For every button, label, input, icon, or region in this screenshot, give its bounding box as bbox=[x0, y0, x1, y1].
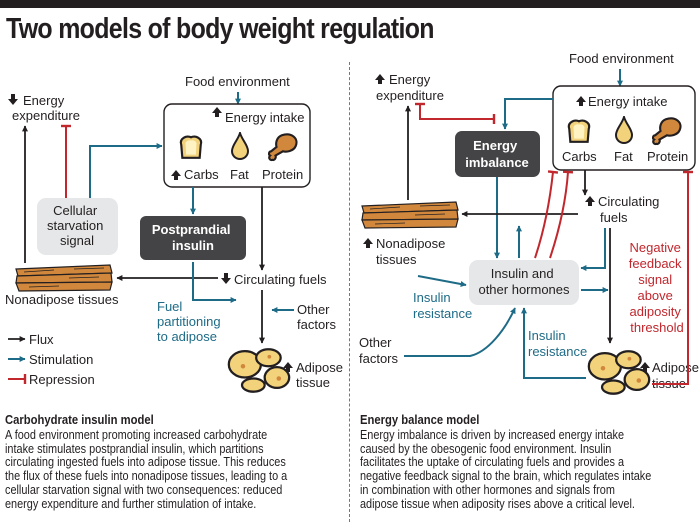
right-arrow-resistance-1 bbox=[417, 275, 467, 287]
left-bread-icon bbox=[179, 135, 203, 159]
right-caption: Energy balance model Energy imbalance is… bbox=[360, 413, 697, 511]
right-fat-label: Fat bbox=[614, 149, 633, 164]
right-arrow-fuels-to-hormones bbox=[580, 228, 606, 271]
left-starvation-signal-box bbox=[37, 198, 118, 255]
right-repression-adipose-feedback bbox=[652, 170, 693, 385]
right-insulin-resistance-label-1: Insulin resistance bbox=[413, 290, 472, 321]
right-protein-label: Protein bbox=[647, 149, 688, 164]
right-negative-feedback-label: Negative feedback signal above adiposity… bbox=[629, 240, 685, 335]
right-repression-hormones-to-intake-1 bbox=[534, 170, 559, 259]
left-food-environment-label: Food environment bbox=[185, 74, 290, 89]
right-carbs-label: Carbs bbox=[562, 149, 597, 164]
legend-repression-label: Repression bbox=[29, 372, 95, 387]
left-circulating-fuels-label: Circulating fuels bbox=[234, 272, 327, 287]
right-insulin-hormones-box bbox=[469, 260, 579, 305]
right-adipose-tissue-label: Adipose tissue bbox=[652, 360, 700, 391]
left-postprandial-insulin-label: Postprandial insulin bbox=[152, 222, 234, 253]
right-bread-icon bbox=[567, 119, 591, 143]
left-model: Food environment Energy intake Carbs Fat… bbox=[5, 74, 347, 393]
right-energy-imbalance-label: Energy imbalance bbox=[465, 138, 529, 170]
right-caption-body: Energy imbalance is driven by increased … bbox=[360, 428, 652, 511]
right-adipose-tissue-image bbox=[587, 349, 651, 395]
right-repression-hormones-to-intake-2 bbox=[549, 170, 574, 259]
left-caption: Carbohydrate insulin model A food enviro… bbox=[5, 413, 331, 511]
left-caption-heading: Carbohydrate insulin model bbox=[5, 413, 154, 427]
right-food-environment-label: Food environment bbox=[569, 51, 674, 66]
left-arrow-starvation-to-intake bbox=[89, 143, 163, 198]
left-starvation-signal-label: Cellular starvation signal bbox=[47, 203, 107, 248]
right-caption-heading: Energy balance model bbox=[360, 413, 480, 427]
right-energy-intake-up-icon bbox=[576, 96, 586, 106]
left-carbs-label: Carbs bbox=[184, 167, 219, 182]
figure-title: Two models of body weight regulation bbox=[6, 13, 435, 45]
right-nonadipose-tissue-image bbox=[361, 201, 459, 229]
left-adipose-tissue-image bbox=[227, 347, 291, 393]
right-energy-expenditure-up-icon bbox=[375, 74, 385, 84]
left-nonadipose-tissues-label: Nonadipose tissues bbox=[5, 292, 119, 307]
right-other-factors-label: Other factors bbox=[359, 335, 399, 366]
right-arrow-intake-to-imbalance bbox=[502, 98, 553, 130]
legend-stimulation-label: Stimulation bbox=[29, 352, 93, 367]
right-nonadipose-up-icon bbox=[363, 238, 373, 248]
top-bar bbox=[0, 0, 700, 8]
left-fuel-partitioning-label: Fuel partitioning to adipose bbox=[157, 299, 224, 344]
right-arrow-adipose-to-hormones bbox=[521, 307, 586, 379]
legend: Flux Stimulation Repression bbox=[8, 332, 95, 387]
right-adipose-up-icon bbox=[640, 362, 650, 372]
right-model: Food environment Energy intake Carbs Fat… bbox=[359, 51, 700, 395]
left-circulating-fuels-down-icon bbox=[221, 273, 231, 284]
left-energy-expenditure-down-icon bbox=[8, 94, 18, 105]
legend-flux-label: Flux bbox=[29, 332, 54, 347]
model-divider bbox=[349, 62, 350, 522]
left-nonadipose-tissue-image bbox=[15, 264, 113, 292]
left-arrow-insulin-partitioning bbox=[192, 262, 237, 303]
right-circulating-fuels-label: Circulating fuels bbox=[598, 194, 663, 225]
right-repression-imbalance-to-expenditure bbox=[415, 102, 453, 120]
left-postprandial-insulin-box bbox=[140, 216, 246, 260]
right-energy-imbalance-box bbox=[455, 131, 540, 177]
left-other-factors-label: Other factors bbox=[297, 302, 337, 332]
left-adipose-tissue-label: Adipose tissue bbox=[296, 360, 347, 390]
left-energy-intake-label: Energy intake bbox=[225, 110, 305, 125]
left-adipose-up-icon bbox=[283, 362, 293, 372]
right-nonadipose-tissues-label: Nonadipose tissues bbox=[376, 236, 449, 267]
left-energy-intake-up-icon bbox=[212, 107, 222, 117]
left-carbs-up-icon bbox=[171, 170, 181, 180]
left-energy-expenditure-label: Energy expenditure bbox=[12, 93, 80, 123]
left-protein-label: Protein bbox=[262, 167, 303, 182]
right-arrow-other-factors bbox=[404, 307, 516, 357]
left-fat-label: Fat bbox=[230, 167, 249, 182]
left-caption-body: A food environment promoting increased c… bbox=[5, 428, 288, 511]
right-insulin-resistance-label-2: Insulin resistance bbox=[528, 328, 587, 359]
right-circulating-fuels-up-icon bbox=[585, 196, 595, 206]
right-energy-expenditure-label: Energy expenditure bbox=[376, 72, 444, 103]
right-energy-intake-label: Energy intake bbox=[588, 94, 668, 109]
right-insulin-hormones-label: Insulin and other hormones bbox=[478, 266, 570, 297]
